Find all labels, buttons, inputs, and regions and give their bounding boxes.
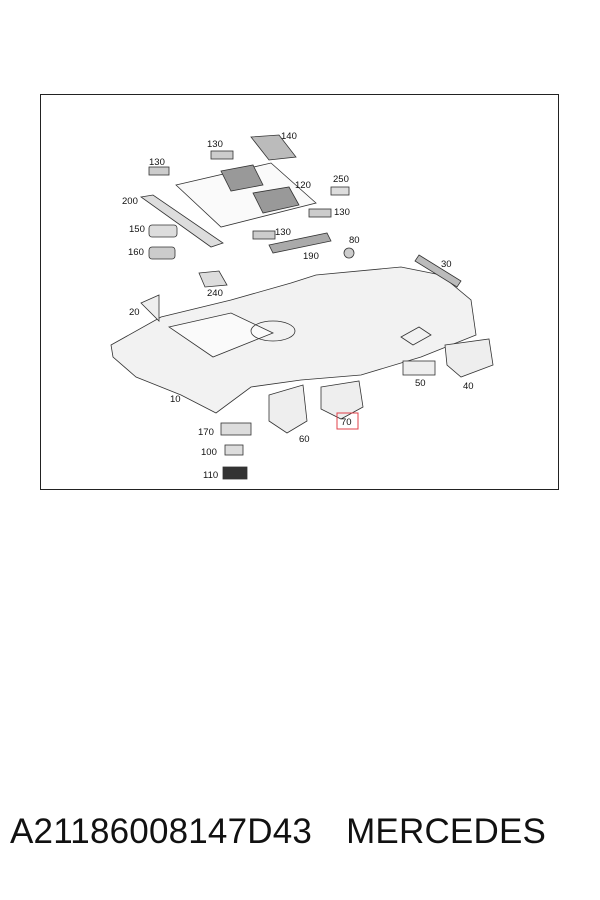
brand-name: MERCEDES	[346, 812, 547, 851]
callout-130-a: 130	[207, 139, 223, 150]
callout-10: 10	[170, 394, 181, 405]
part-160	[148, 246, 176, 260]
callout-70-highlight-box	[336, 412, 359, 430]
part-240	[198, 270, 228, 288]
part-50	[402, 360, 436, 376]
callout-150: 150	[129, 224, 145, 235]
clip-130-b	[148, 166, 170, 176]
callout-100: 100	[201, 447, 217, 458]
callout-labels: 130 140 130 120 250 200 130 150 130 80 1…	[122, 131, 474, 481]
clip-130-d	[252, 230, 276, 240]
callout-170: 170	[198, 427, 214, 438]
part-20	[140, 294, 160, 322]
part-100	[224, 444, 244, 456]
callout-60: 60	[299, 434, 310, 445]
part-60-visor	[268, 384, 308, 434]
part-110	[222, 466, 248, 480]
callout-240: 240	[207, 288, 223, 299]
callout-130-b: 130	[149, 157, 165, 168]
parts-diagram-frame: 130 140 130 120 250 200 130 150 130 80 1…	[40, 94, 559, 490]
callout-30: 30	[441, 259, 452, 270]
part-190	[268, 232, 332, 254]
part-30	[414, 254, 462, 288]
callout-70: 70	[341, 417, 352, 428]
callout-250: 250	[333, 174, 349, 185]
callout-130-d: 130	[275, 227, 291, 238]
part-250	[330, 186, 350, 196]
callout-190: 190	[303, 251, 319, 262]
rear-window-recess	[400, 326, 432, 346]
rail-200	[139, 194, 224, 248]
callout-50: 50	[415, 378, 426, 389]
headliner-exploded-view: 130 140 130 120 250 200 130 150 130 80 1…	[110, 131, 494, 481]
callout-130-c: 130	[334, 207, 350, 218]
part-170	[220, 422, 252, 436]
clip-130-c	[308, 208, 332, 218]
callout-20: 20	[129, 307, 140, 318]
part-number: A21186008147D43	[10, 812, 313, 851]
callout-200: 200	[122, 196, 138, 207]
part-140	[250, 134, 297, 161]
clip-130-a	[210, 150, 234, 160]
callout-120: 120	[295, 180, 311, 191]
part-caption: A21186008147D43 MERCEDES	[10, 812, 590, 852]
sunblind-mesh-front	[220, 164, 264, 192]
callout-140: 140	[281, 131, 297, 142]
callout-160: 160	[128, 247, 144, 258]
bolt-80	[343, 247, 355, 259]
dome-light-recess	[250, 320, 296, 342]
part-40	[444, 338, 494, 378]
callout-110: 110	[203, 470, 218, 481]
callout-80: 80	[349, 235, 360, 246]
sunroof-opening	[168, 312, 274, 358]
part-150	[148, 224, 178, 238]
sunblind-mesh-rear	[252, 186, 300, 214]
callout-40: 40	[463, 381, 474, 392]
